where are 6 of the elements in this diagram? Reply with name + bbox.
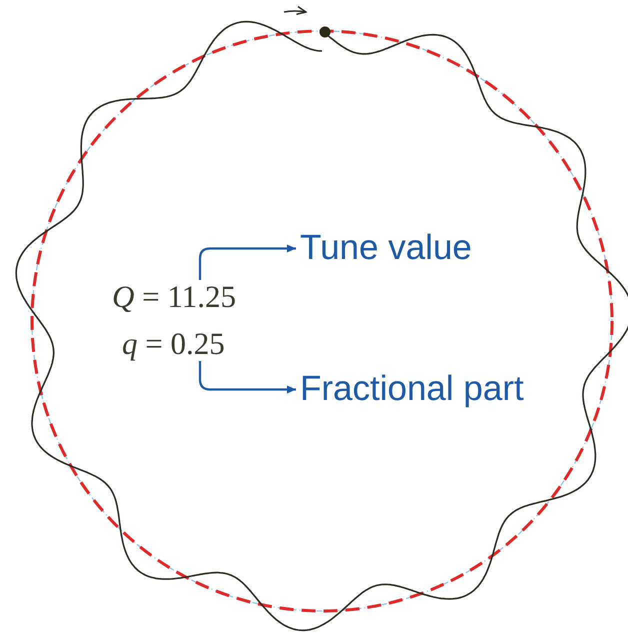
annotation-text: Tune value xyxy=(300,229,472,268)
fraction-equation: q = 0.25 xyxy=(122,327,225,362)
arrow xyxy=(198,244,296,280)
annotation-text: Fractional part xyxy=(300,370,524,408)
tune-equation: Q = 11.25 xyxy=(112,280,236,314)
arrow xyxy=(198,361,296,394)
